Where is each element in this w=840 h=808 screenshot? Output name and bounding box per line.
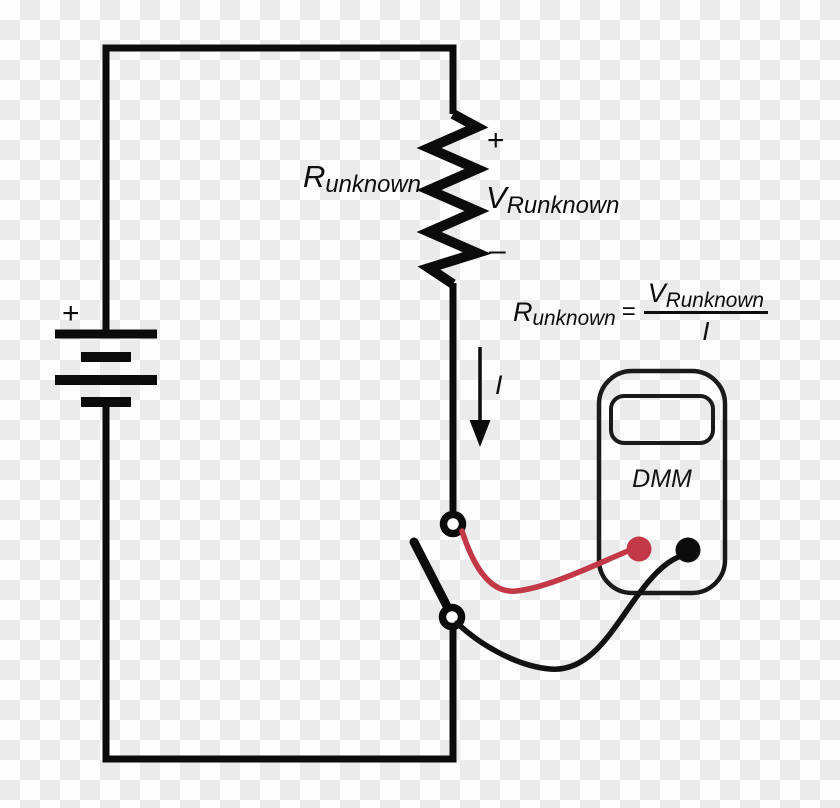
red-terminal	[626, 536, 652, 562]
voltage-plus-label: +	[487, 124, 505, 157]
switch-top-terminal	[439, 510, 467, 538]
dmm-body	[596, 368, 728, 596]
current-label: I	[495, 370, 503, 400]
formula-denominator: I	[702, 316, 710, 346]
formula-numerator: VRunknown	[643, 278, 768, 314]
switch-blade	[409, 537, 455, 617]
voltage-label-base: V	[486, 180, 507, 215]
formula-r-equals-v-over-i: Runknown = VRunknown I	[513, 280, 768, 344]
formula-lhs-base: R	[513, 296, 533, 327]
formula-numerator-base: V	[647, 278, 666, 308]
voltage-label: VRunknown	[486, 180, 619, 218]
formula-lhs-sub: unknown	[532, 307, 616, 331]
battery-plus-label: +	[62, 297, 80, 330]
resistor-label-base: R	[303, 159, 326, 194]
dmm	[596, 368, 728, 596]
dmm-display	[609, 394, 715, 445]
black-terminal	[675, 537, 701, 563]
resistor-zigzag	[416, 109, 492, 289]
wire-bottom-loop	[102, 402, 457, 763]
current-arrowhead	[469, 420, 491, 447]
resistor-label-sub: unknown	[325, 171, 421, 199]
red-probe-lead	[459, 528, 631, 594]
black-probe-lead	[454, 552, 687, 672]
voltage-label-sub: Runknown	[506, 192, 620, 220]
formula-fraction: VRunknown I	[643, 278, 768, 346]
dmm-label: DMM	[632, 465, 692, 493]
resistor-label: Runknown	[303, 159, 421, 197]
formula-lhs: Runknown	[513, 296, 616, 329]
wire-top-loop	[102, 44, 457, 336]
battery-symbol	[55, 329, 157, 407]
formula-equals: =	[621, 298, 636, 325]
current-arrow	[469, 347, 491, 447]
formula-numerator-sub: Runknown	[665, 288, 764, 312]
voltage-minus-label: –	[489, 234, 506, 267]
